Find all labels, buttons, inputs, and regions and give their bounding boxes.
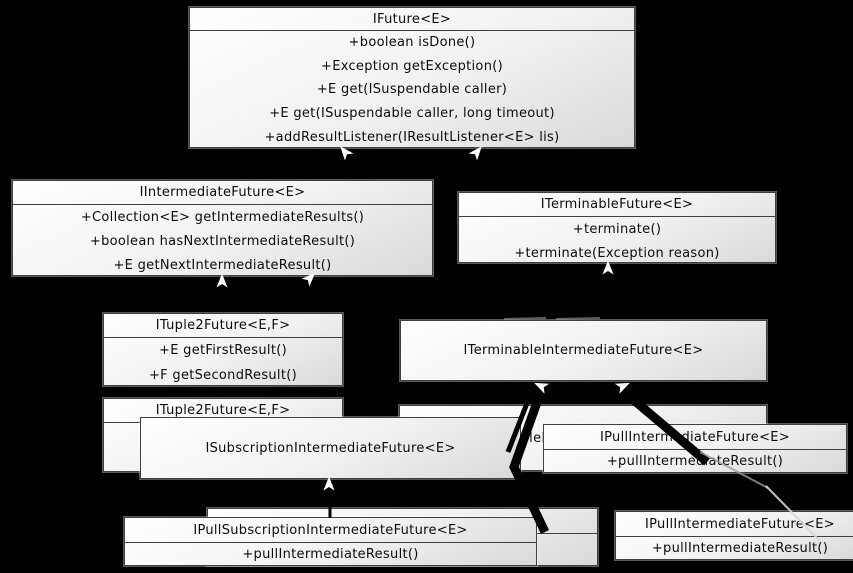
- class-box-iintermediatefuture: IIntermediateFuture<E> +Collection<E> ge…: [12, 180, 433, 276]
- method-list: +pullIntermediateResult(): [125, 543, 536, 566]
- class-box-ipullintermediatefuture: IPullIntermediateFuture<E> +pullIntermed…: [543, 424, 847, 473]
- method: +E get(ISuspendable caller, long timeout…: [269, 106, 555, 122]
- class-title: ITuple2Future<E,F>: [104, 314, 342, 338]
- method: +pullIntermediateResult(): [242, 547, 419, 562]
- class-box-ipullintermediatefuture-2: IPullIntermediateFuture<E> +pullIntermed…: [615, 511, 853, 560]
- connector-line: [503, 317, 547, 320]
- class-title: IPullIntermediateFuture<E>: [616, 512, 853, 537]
- class-title: IFuture<E>: [190, 8, 634, 31]
- method-list: +E getFirstResult() +F getSecondResult(): [104, 338, 342, 388]
- method: +E getNextIntermediateResult(): [113, 257, 332, 273]
- method: +terminate(Exception reason): [514, 245, 720, 261]
- method-list: +terminate() +terminate(Exception reason…: [459, 217, 775, 265]
- class-title: ISubscriptionIntermediateFuture<E>: [205, 440, 456, 456]
- class-title: IIntermediateFuture<E>: [13, 181, 432, 205]
- class-title: ITerminableFuture<E>: [459, 193, 775, 217]
- method: +pullIntermediateResult(): [606, 454, 784, 469]
- method: +E get(ISuspendable caller): [316, 82, 508, 98]
- method-list: +Collection<E> getIntermediateResults() …: [13, 205, 432, 277]
- connector-line: [555, 317, 601, 320]
- class-title: ITerminableIntermediateFuture<E>: [463, 343, 704, 358]
- method: +terminate(): [572, 221, 662, 237]
- method: +Collection<E> getIntermediateResults(): [80, 209, 365, 225]
- method: +Exception getException(): [321, 58, 503, 74]
- method: +boolean hasNextIntermediateResult(): [89, 233, 356, 249]
- method-list: +boolean isDone() +Exception getExceptio…: [190, 31, 634, 149]
- method: +pullIntermediateResult(): [651, 541, 829, 556]
- class-title: IPullIntermediateFuture<E>: [544, 425, 846, 450]
- method: +boolean isDone(): [348, 35, 476, 51]
- class-title: IPullSubscriptionIntermediateFuture<E>: [125, 518, 536, 543]
- method-list: +pullIntermediateResult(): [544, 450, 846, 473]
- class-box-ifuture: IFuture<E> +boolean isDone() +Exception …: [189, 7, 635, 148]
- method: +F getSecondResult(): [148, 368, 297, 383]
- class-box-ipullsubscriptionintermediatefuture: IPullSubscriptionIntermediateFuture<E> +…: [124, 517, 537, 566]
- class-box-ituple2future: ITuple2Future<E,F> +E getFirstResult() +…: [103, 313, 343, 386]
- class-box-iterminablefuture: ITerminableFuture<E> +terminate() +termi…: [458, 192, 776, 263]
- class-box-isubscriptionintermediatefuture: ISubscriptionIntermediateFuture<E>: [140, 417, 521, 479]
- method: +addResultListener(IResultListener<E> li…: [264, 129, 560, 145]
- method-list: +pullIntermediateResult(): [616, 537, 853, 560]
- class-box-iterminableintermediatefuture: ITerminableIntermediateFuture<E>: [400, 320, 767, 381]
- method: +E getFirstResult(): [159, 343, 287, 358]
